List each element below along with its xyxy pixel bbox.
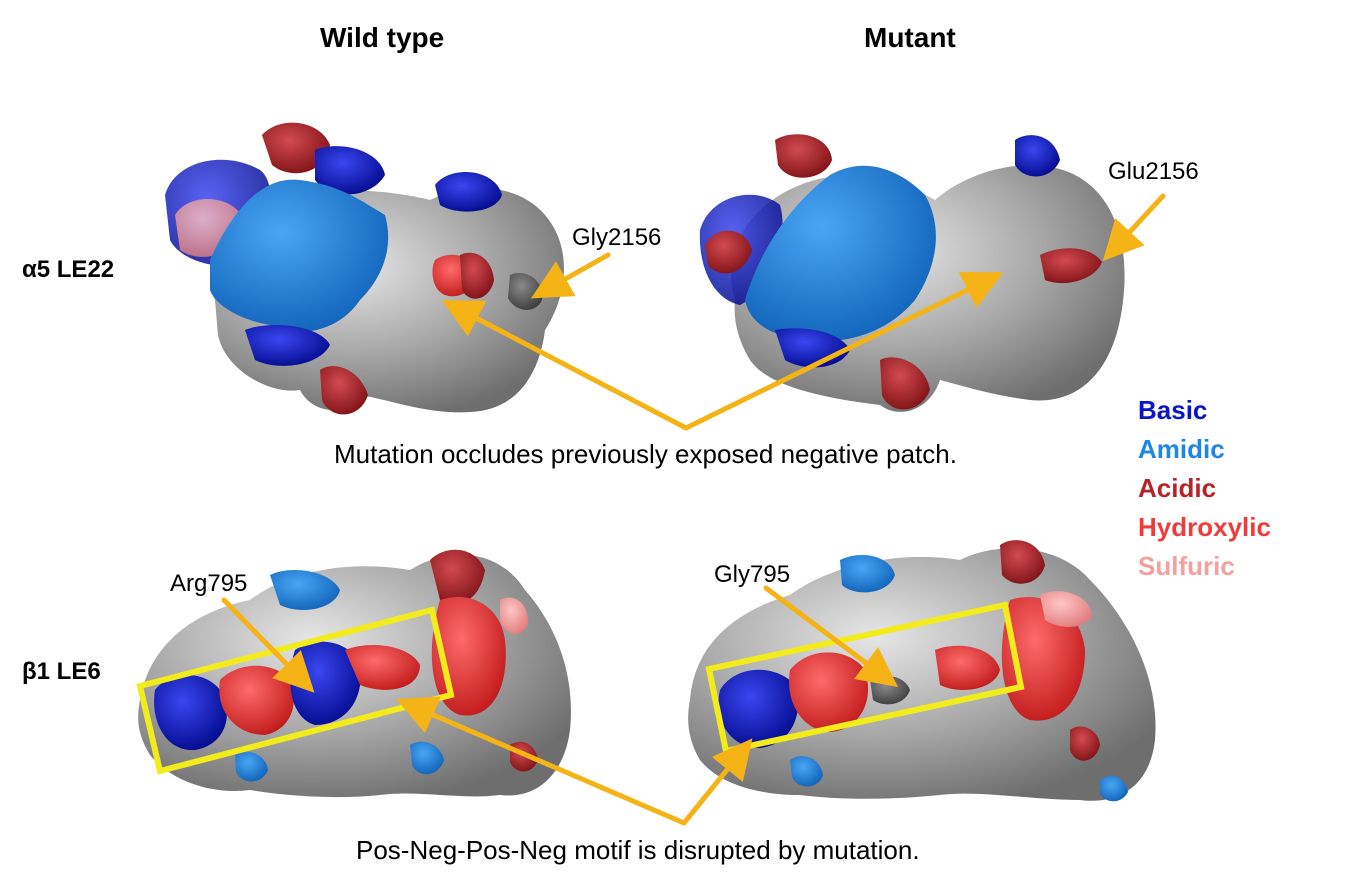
motif-box-wildtype [136, 606, 455, 775]
residue-label-gly795: Gly795 [714, 561, 791, 588]
arrow-gly795 [763, 585, 898, 687]
surface-mutant-a5-le22 [699, 134, 1125, 412]
legend-basic: Basic [1138, 395, 1208, 425]
column-header-mutant: Mutant [864, 22, 956, 53]
arrow-motif-mutant [681, 738, 753, 826]
arrow-gly2156 [530, 252, 611, 299]
residue-label-glu2156: Glu2156 [1108, 158, 1199, 185]
arrow-glu2156 [1102, 193, 1166, 262]
column-header-wild-type: Wild type [320, 22, 445, 53]
surface-wildtype-a5-le22 [165, 122, 564, 415]
caption-top: Mutation occludes previously exposed neg… [334, 439, 957, 469]
row-label-b1-le6: β1 LE6 [22, 658, 101, 685]
legend-hydroxylic: Hydroxylic [1138, 512, 1271, 542]
surface-mutant-b1-le6 [688, 540, 1156, 802]
residue-label-arg795: Arg795 [170, 570, 248, 597]
row-label-a5-le22: α5 LE22 [22, 256, 115, 283]
legend-amidic: Amidic [1138, 434, 1225, 464]
arrow-negpatch-wildtype [441, 300, 689, 431]
residue-label-gly2156: Gly2156 [572, 224, 662, 251]
arrow-negpatch-mutant [683, 272, 1004, 431]
arrow-arg795 [221, 597, 315, 693]
caption-bottom: Pos-Neg-Pos-Neg motif is disrupted by mu… [356, 835, 920, 865]
legend-acidic: Acidic [1138, 473, 1217, 503]
arrow-motif-wildtype [396, 696, 687, 826]
motif-box-mutant [705, 601, 1025, 755]
surface-wildtype-b1-le6 [138, 549, 571, 798]
legend-sulfuric: Sulfuric [1138, 551, 1235, 581]
